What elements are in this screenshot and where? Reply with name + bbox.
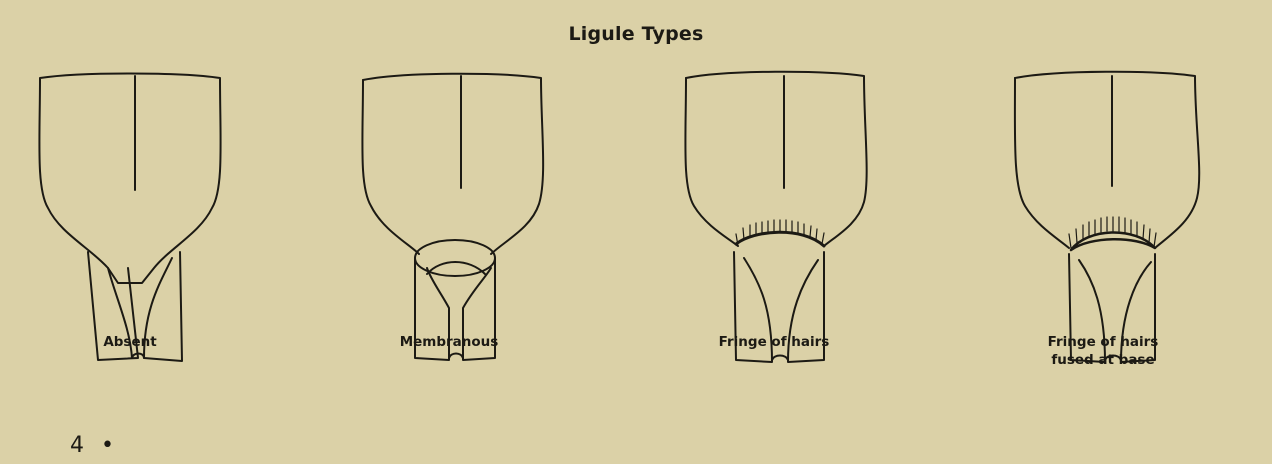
ligule-fringe-drawing: [684, 70, 868, 363]
fused-membrane: [1069, 231, 1157, 252]
ligule-membranous-figure: [341, 68, 561, 398]
blade-outline-right: [685, 70, 868, 247]
ligule-absent-figure: [20, 68, 240, 398]
sheath-edge: [771, 354, 789, 361]
page-number: 4: [70, 433, 84, 458]
ligule-fringe-fused-drawing: [1013, 70, 1201, 363]
sheath-left: [1068, 253, 1106, 363]
sheath-right: [787, 251, 825, 363]
ligule-fringe-fused-figure: [995, 68, 1215, 398]
caption-membranous: Membranous: [399, 334, 499, 350]
ligule-fringe-figure: [664, 68, 884, 398]
caption-absent: Absent: [103, 334, 157, 350]
sheath-right: [462, 257, 496, 361]
ligule-inner: [426, 261, 486, 275]
sheath-left: [733, 251, 773, 363]
sheath-right: [1120, 253, 1156, 363]
blade-outline: [38, 72, 222, 284]
hair-tufts: [1068, 216, 1157, 249]
sheath-edge: [1104, 354, 1122, 361]
ligule-absent-drawing: [38, 72, 222, 362]
blade-outline: [684, 77, 739, 247]
collar-curve: [107, 267, 133, 359]
hair-tufts: [735, 219, 825, 247]
sheath-edge: [448, 352, 464, 359]
blade-outline: [1013, 77, 1070, 249]
sheath-left: [87, 251, 139, 361]
diagram-title: Ligule Types: [568, 23, 704, 45]
sheath-left: [414, 257, 450, 361]
caption-fringe: Fringe of hairs: [718, 334, 830, 350]
blade-outline-right: [1014, 70, 1201, 249]
ligule-membranous-drawing: [361, 72, 545, 361]
blade-outline-right: [362, 72, 545, 255]
blade-outline: [361, 79, 420, 255]
page-separator: •: [101, 433, 114, 458]
